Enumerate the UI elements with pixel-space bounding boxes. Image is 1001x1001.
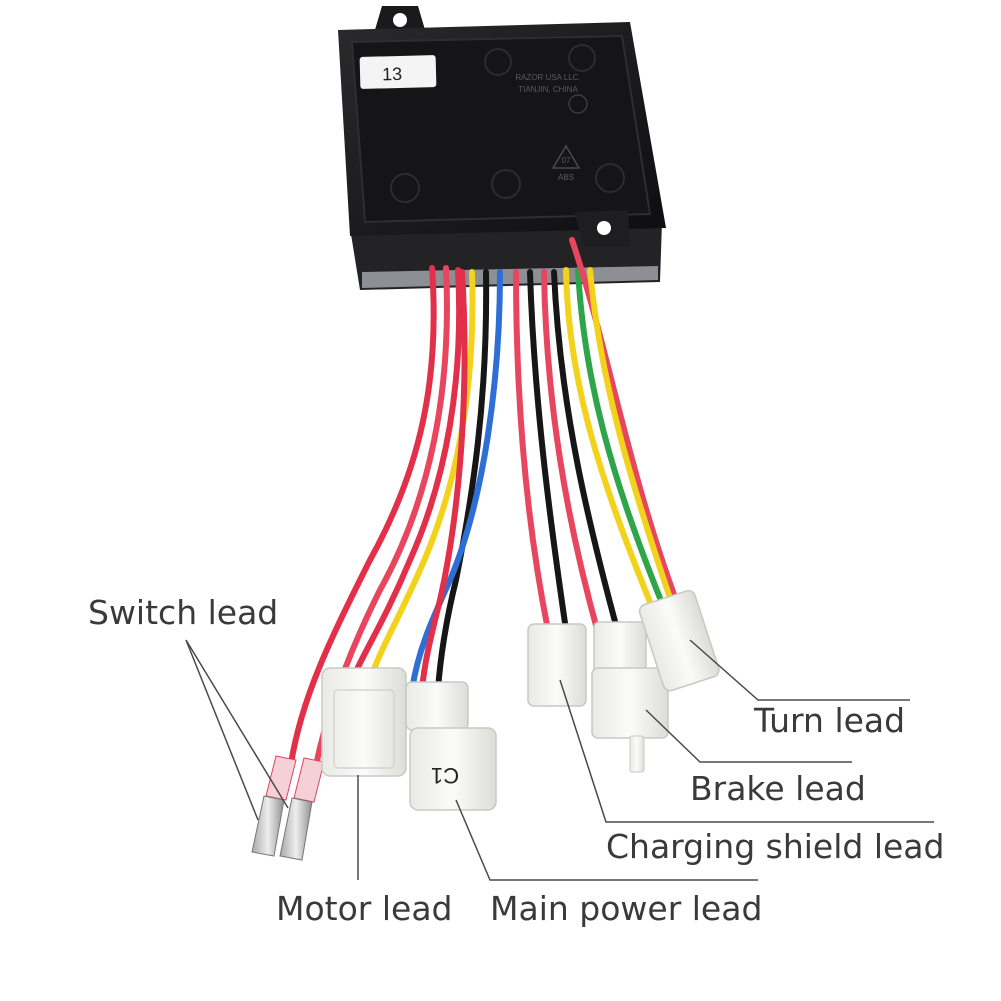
recycle-code: 07 — [562, 156, 571, 165]
screw-boss — [568, 44, 596, 72]
screw-boss — [390, 173, 420, 203]
main-power-plug: C1 — [405, 681, 497, 811]
wire-turn-yellow — [563, 267, 657, 615]
screw-boss — [491, 169, 521, 199]
wire-main-red — [419, 269, 468, 693]
wire-brake-pink — [541, 269, 603, 643]
callout-main-power-lead: Main power lead — [490, 889, 763, 928]
terminal-spade-1 — [251, 795, 285, 857]
leader-charging — [559, 679, 934, 823]
mounting-hole-top — [393, 13, 407, 27]
charging-shield-plug — [527, 623, 587, 707]
leader-brake — [645, 709, 852, 763]
terminal-sleeve-2 — [293, 757, 325, 803]
wire-turn-red — [569, 237, 679, 603]
wire-brake-black — [551, 269, 623, 643]
sticker-number: 13 — [382, 64, 403, 85]
wire-turn-yellow-2 — [587, 267, 675, 607]
leader-turn — [689, 639, 910, 701]
callout-brake-lead: Brake lead — [690, 769, 866, 808]
wire-switch-red-1 — [287, 265, 437, 773]
callout-charging-shield-lead: Charging shield lead — [606, 827, 945, 866]
wire-motor-yellow — [367, 269, 476, 683]
leader-main-power — [455, 799, 758, 881]
embossed-origin: TIANJIN, CHINA — [518, 85, 578, 94]
wire-charging-pink — [513, 269, 551, 633]
embossed-maker: RAZOR USA LLC. — [515, 73, 580, 82]
leader-switch-2 — [185, 639, 289, 809]
terminal-sleeve-1 — [265, 755, 297, 801]
callout-switch-lead: Switch lead — [88, 593, 279, 632]
leader-switch-1 — [185, 639, 259, 821]
controller-housing: 13 RAZOR USA LLC. TIANJIN, CHINA 07 ABS — [338, 6, 666, 290]
connector-mark: C1 — [431, 763, 459, 788]
callout-motor-lead: Motor lead — [276, 889, 453, 928]
terminal-spade-2 — [279, 797, 313, 861]
switch-lead-terminals — [251, 755, 325, 861]
mounting-hole-right — [597, 221, 611, 235]
turn-plug — [638, 589, 720, 692]
motor-lead-plug — [321, 667, 407, 777]
callout-turn-lead: Turn lead — [754, 701, 906, 740]
material-mark: ABS — [558, 173, 574, 182]
leader-lines — [185, 639, 934, 881]
recycle-icon — [551, 144, 581, 169]
screw-boss — [484, 48, 512, 76]
wire-charging-black — [527, 269, 569, 633]
wire-turn-green — [575, 267, 667, 611]
screw-boss — [595, 163, 625, 193]
serial-sticker: 13 — [359, 55, 437, 89]
embossed-logo — [568, 94, 588, 114]
wire-main-blue — [409, 269, 503, 693]
brake-plug — [591, 621, 669, 773]
wire-motor-red — [349, 267, 463, 683]
